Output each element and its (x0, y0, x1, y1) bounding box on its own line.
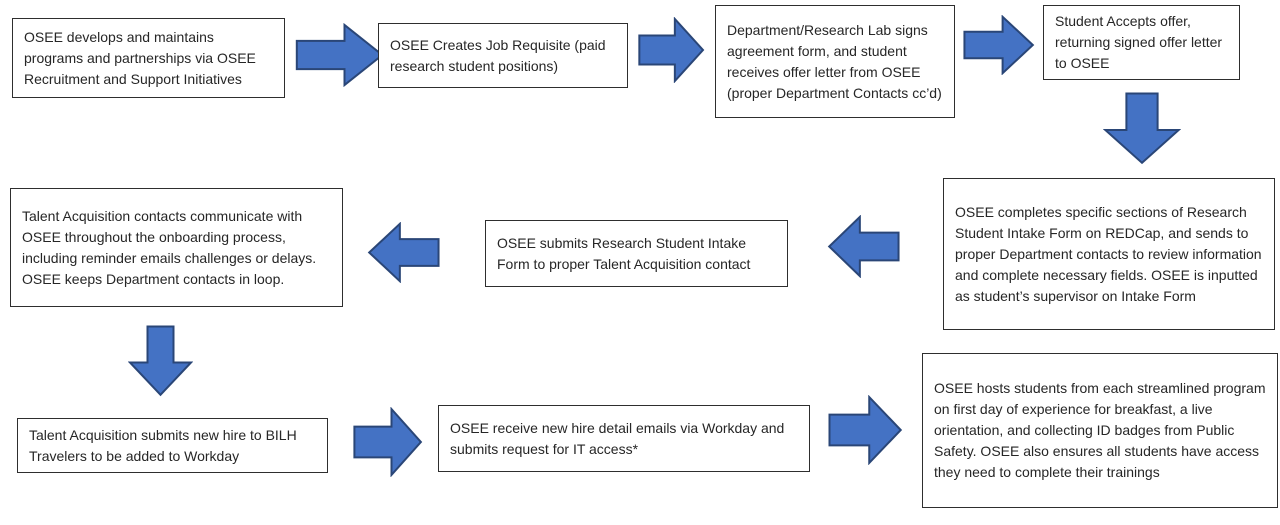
arrow-down-icon (128, 325, 193, 397)
arrow-right-icon (638, 17, 705, 83)
flow-step-10-label: OSEE hosts students from each streamline… (934, 380, 1266, 480)
flow-step-5: OSEE completes specific sections of Rese… (943, 178, 1275, 330)
flow-step-4: Student Accepts offer, returning signed … (1043, 5, 1240, 80)
arrow-right-icon (353, 407, 423, 477)
flow-step-6: OSEE submits Research Student Intake For… (485, 220, 788, 287)
arrow-right-icon (963, 15, 1035, 75)
arrow-right-icon (828, 395, 903, 465)
flow-step-3: Department/Research Lab signs agreement … (715, 5, 955, 118)
flow-step-10: OSEE hosts students from each streamline… (922, 353, 1278, 508)
flow-step-9: OSEE receive new hire detail emails via … (438, 405, 810, 472)
arrow-left-icon (367, 222, 440, 283)
flow-step-2: OSEE Creates Job Requisite (paid researc… (378, 23, 628, 88)
arrow-left-icon (827, 215, 900, 278)
flow-step-2-label: OSEE Creates Job Requisite (paid researc… (390, 36, 606, 74)
flow-step-1-label: OSEE develops and maintains programs and… (24, 28, 256, 87)
flow-step-8-label: Talent Acquisition submits new hire to B… (29, 426, 297, 464)
flow-step-6-label: OSEE submits Research Student Intake For… (497, 234, 751, 272)
flow-step-5-label: OSEE completes specific sections of Rese… (955, 203, 1262, 304)
flow-step-3-label: Department/Research Lab signs agreement … (727, 21, 942, 101)
flow-step-9-label: OSEE receive new hire detail emails via … (450, 419, 785, 457)
flow-step-7: Talent Acquisition contacts communicate … (10, 188, 343, 307)
arrow-right-icon (295, 23, 385, 87)
flow-step-4-label: Student Accepts offer, returning signed … (1055, 13, 1223, 71)
flow-step-7-label: Talent Acquisition contacts communicate … (22, 207, 317, 287)
flow-step-8: Talent Acquisition submits new hire to B… (17, 418, 328, 473)
arrow-down-icon (1103, 92, 1181, 165)
flow-step-1: OSEE develops and maintains programs and… (12, 18, 285, 98)
